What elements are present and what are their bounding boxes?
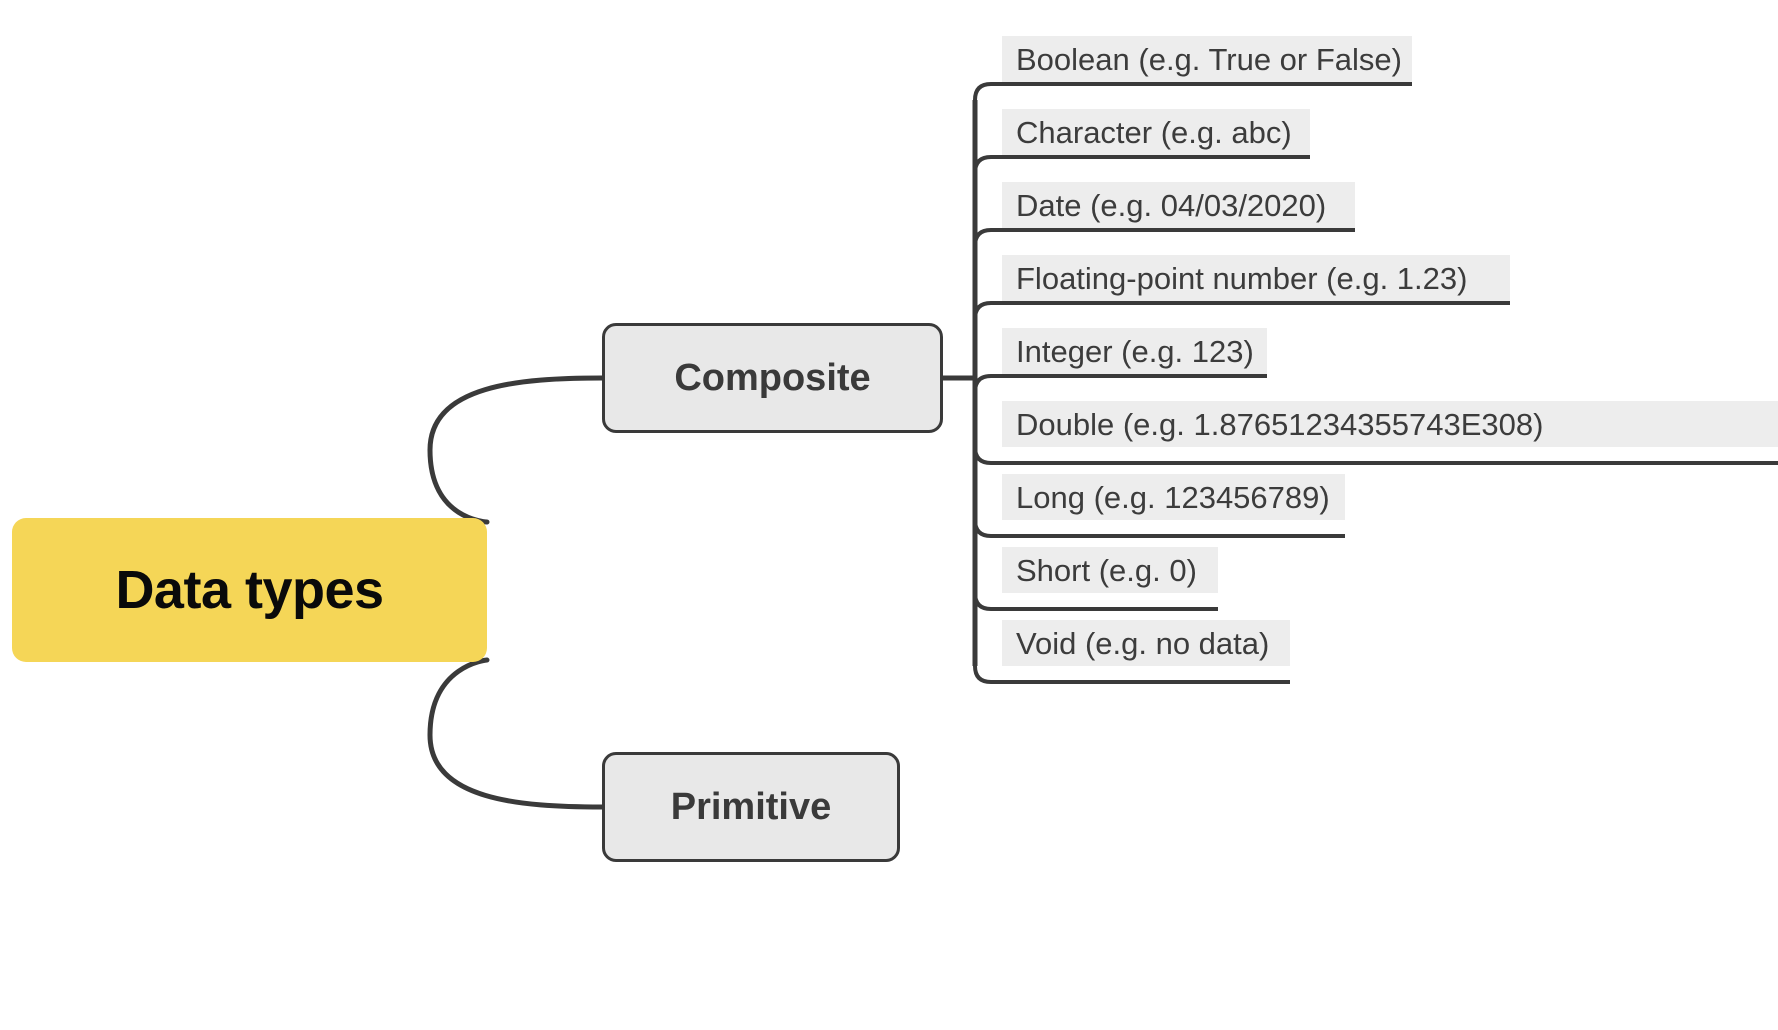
leaf-node-label: Void (e.g. no data) xyxy=(1016,625,1270,661)
leaf-node-label: Floating-point number (e.g. 1.23) xyxy=(1016,260,1468,296)
leaf-node-label: Boolean (e.g. True or False) xyxy=(1016,41,1402,77)
leaf-node-short[interactable]: Short (e.g. 0) xyxy=(1002,547,1218,593)
connector-leaf-short xyxy=(973,592,1218,611)
leaf-node-date[interactable]: Date (e.g. 04/03/2020) xyxy=(1002,182,1355,228)
leaf-node-floating-point-number[interactable]: Floating-point number (e.g. 1.23) xyxy=(1002,255,1510,301)
root-node-label: Data types xyxy=(115,560,384,620)
branch-node-primitive[interactable]: Primitive xyxy=(602,752,900,862)
leaf-node-label: Integer (e.g. 123) xyxy=(1016,333,1254,369)
connector-leaf-long xyxy=(973,519,1345,538)
connector-leaf-void xyxy=(973,665,1290,684)
connector-leaf-floating-point xyxy=(973,301,1510,320)
branch-node-label: Composite xyxy=(674,357,871,399)
connector-leaf-date xyxy=(973,228,1355,247)
connector-leaf-boolean xyxy=(973,82,1412,101)
leaf-node-label: Double (e.g. 1.87651234355743E308) xyxy=(1016,406,1544,442)
leaf-node-long[interactable]: Long (e.g. 123456789) xyxy=(1002,474,1345,520)
connector-root-to-composite xyxy=(427,375,605,525)
connector-root-to-primitive xyxy=(427,657,605,810)
leaf-node-label: Character (e.g. abc) xyxy=(1016,114,1292,150)
leaf-node-boolean[interactable]: Boolean (e.g. True or False) xyxy=(1002,36,1412,82)
connector-leaf-integer xyxy=(973,374,1267,393)
leaf-node-integer[interactable]: Integer (e.g. 123) xyxy=(1002,328,1267,374)
branch-node-label: Primitive xyxy=(670,786,832,828)
leaf-node-label: Long (e.g. 123456789) xyxy=(1016,479,1330,515)
connector-leaf-double xyxy=(973,446,1778,465)
connector-leaf-character xyxy=(973,155,1310,174)
root-node-data-types[interactable]: Data types xyxy=(12,518,487,662)
leaf-node-character[interactable]: Character (e.g. abc) xyxy=(1002,109,1310,155)
leaf-node-label: Date (e.g. 04/03/2020) xyxy=(1016,187,1327,223)
leaf-node-void[interactable]: Void (e.g. no data) xyxy=(1002,620,1290,666)
leaf-node-double[interactable]: Double (e.g. 1.87651234355743E308) xyxy=(1002,401,1778,447)
leaf-node-label: Short (e.g. 0) xyxy=(1016,552,1197,588)
branch-node-composite[interactable]: Composite xyxy=(602,323,943,433)
